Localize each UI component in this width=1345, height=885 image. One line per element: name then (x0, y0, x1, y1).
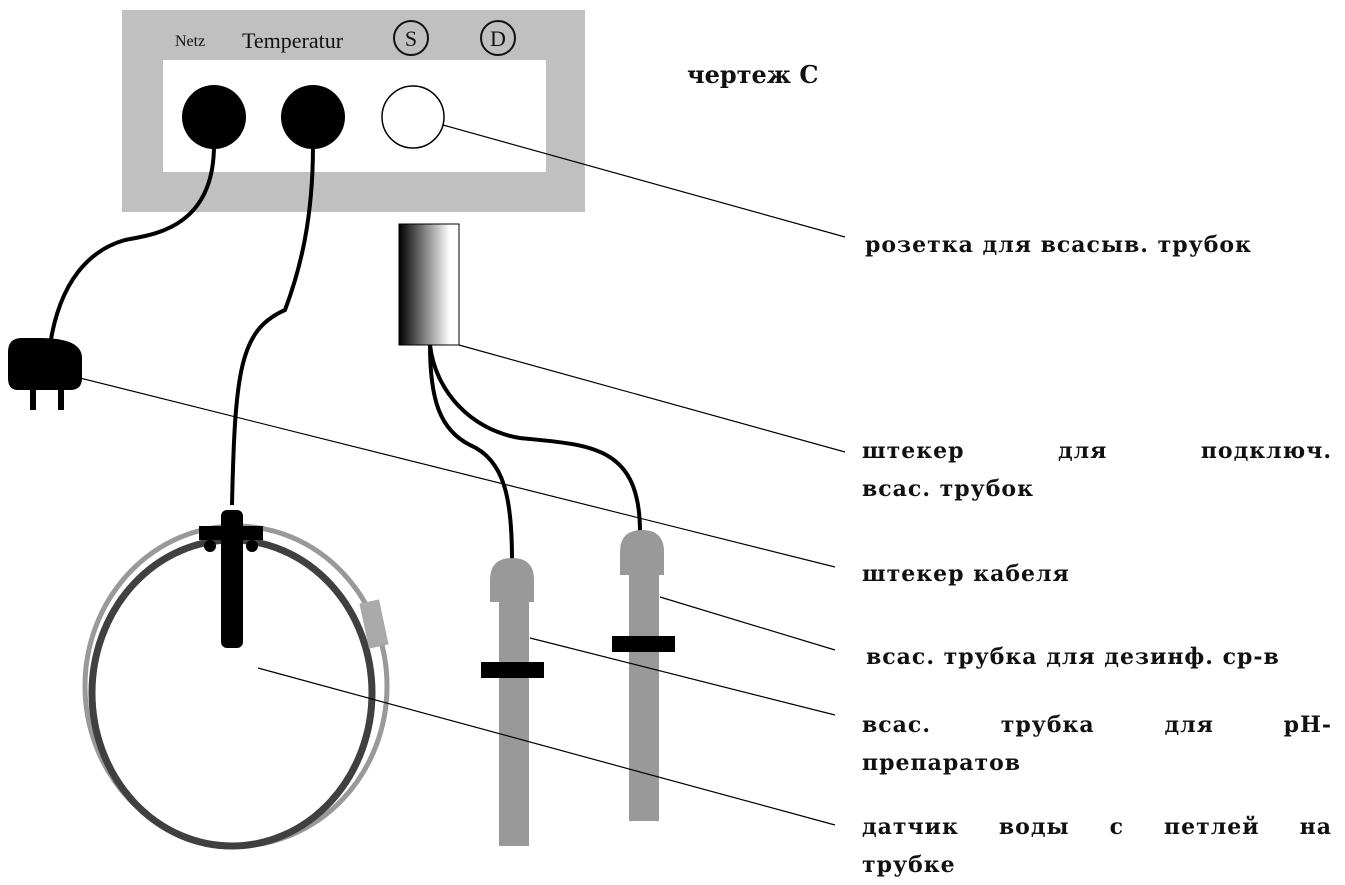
callout-water-sensor: датчик воды с петлей на трубке (862, 808, 1332, 884)
leader-disinfect-tube (659, 596, 836, 651)
callout-ph-tube: всас. трубка для pH- препаратов (862, 706, 1332, 782)
disinfect-tube-cable (428, 344, 642, 533)
water-sensor (221, 510, 243, 648)
leader-water-sensor (257, 667, 836, 826)
disinfect-tube-weight (612, 636, 675, 652)
callout-cable-plug: штекер кабеля (862, 561, 1070, 587)
callout-socket: розетка для всасыв. трубок (865, 232, 1252, 258)
power-cable (48, 144, 216, 346)
netz-socket (182, 85, 246, 149)
clamp-bolt-left (204, 540, 216, 552)
ph-tube-body (499, 600, 529, 846)
netz-label: Netz (175, 33, 205, 50)
ph-tube-cable (428, 344, 514, 561)
ph-tube-weight (481, 662, 544, 678)
ph-tube-head (490, 558, 534, 602)
callout-connector-line1: штекер для подключ. (862, 438, 1332, 464)
temperatur-socket (281, 85, 345, 149)
s-circle-icon (393, 20, 429, 56)
callout-ph-tube-line2: препаратов (862, 750, 1022, 776)
temperatur-label: Temperatur (242, 28, 344, 53)
callout-connector: штекер для подключ. всас. трубок (862, 432, 1332, 508)
d-circle-icon (480, 20, 516, 56)
cable-plug (8, 338, 82, 390)
suction-tube-socket (381, 85, 445, 149)
plug-pin-left (30, 388, 36, 410)
callout-ph-tube-line1: всас. трубка для pH- (862, 712, 1332, 738)
leader-socket (442, 124, 846, 238)
callout-water-sensor-line1: датчик воды с петлей на (862, 814, 1332, 840)
drawing-title: чертеж С (687, 60, 819, 89)
leader-ph-tube (529, 637, 836, 716)
s-label: S (405, 26, 417, 51)
d-label: D (490, 26, 506, 51)
plug-pin-right (58, 388, 64, 410)
disinfect-tube-body (629, 573, 659, 821)
leader-cable-plug (59, 372, 836, 568)
temperature-cable (230, 144, 315, 506)
clamp-bolt-right (246, 540, 258, 552)
loop-clip (359, 599, 389, 649)
callout-water-sensor-line2: трубке (862, 852, 956, 878)
callout-disinfect-tube: всас. трубка для дезинф. ср-в (866, 644, 1280, 670)
disinfect-tube-head (620, 530, 664, 575)
leader-connector (458, 344, 846, 453)
callout-connector-line2: всас. трубок (862, 476, 1034, 502)
suction-tube-connector (398, 223, 460, 346)
